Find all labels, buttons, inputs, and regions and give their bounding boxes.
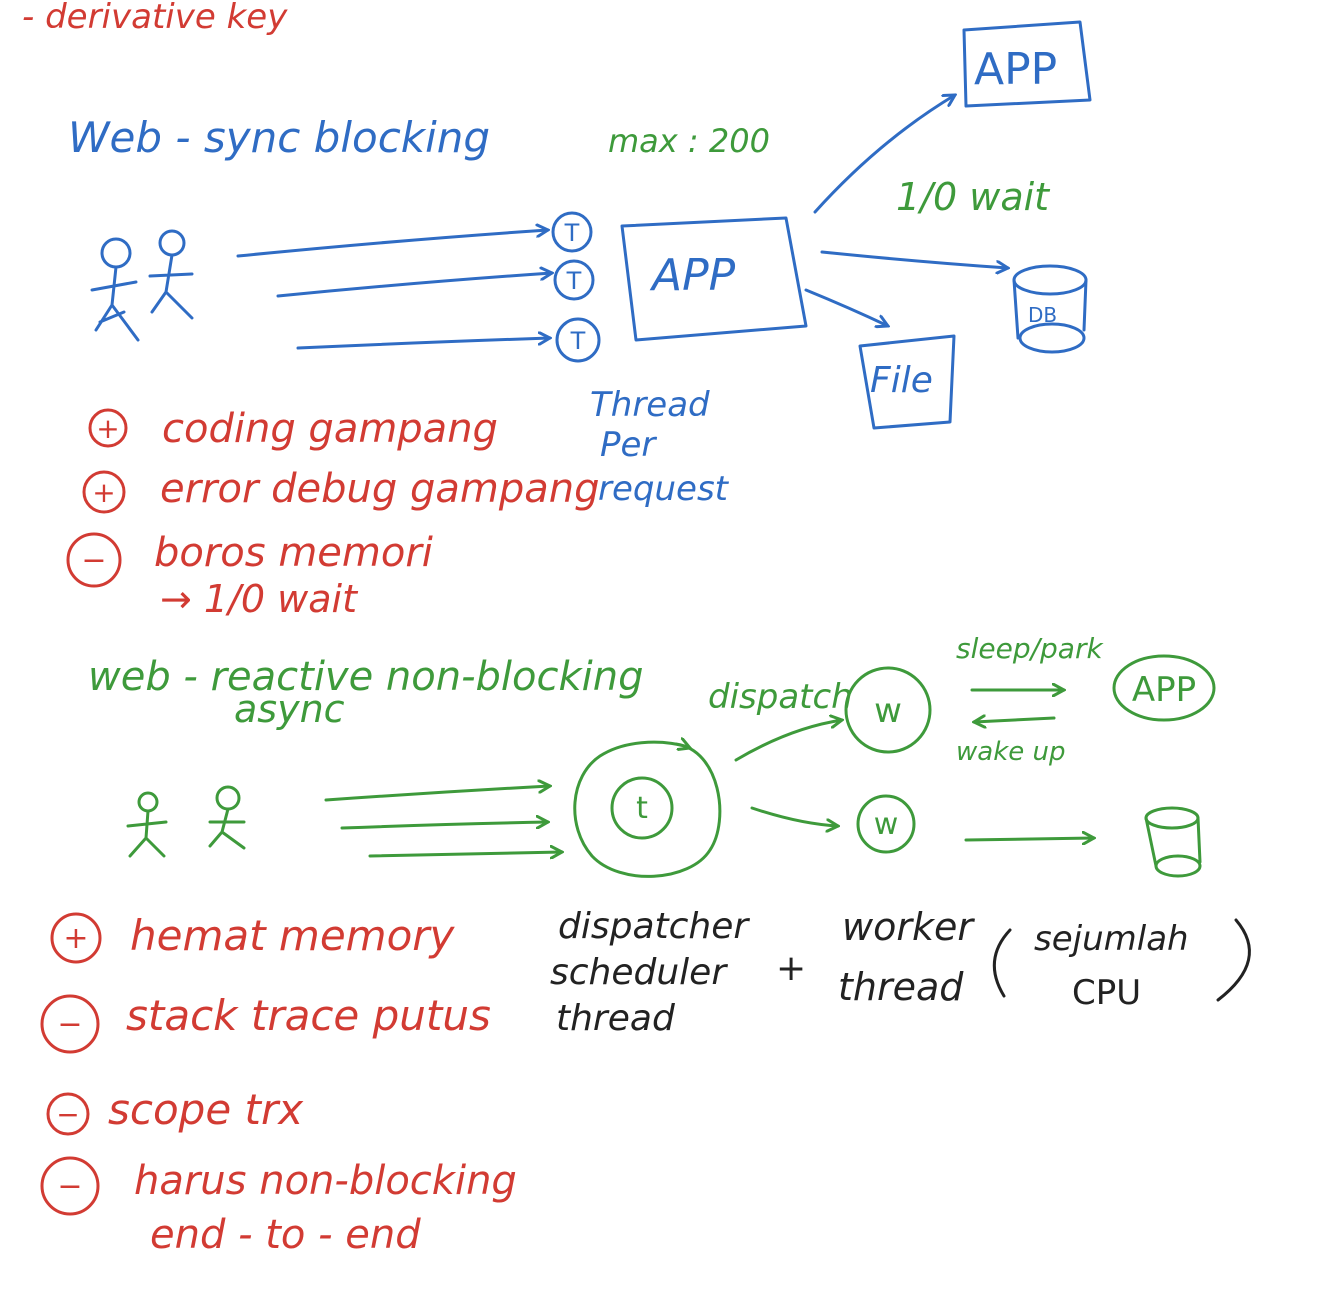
svg-text:−: − [57,1169,82,1204]
svg-text:harus non-blocking: harus non-blocking [134,1158,517,1204]
dispatcher-text-2: scheduler [550,952,728,993]
svg-text:w: w [874,691,902,731]
svg-text:+: + [96,412,119,445]
dispatcher-text-1: dispatcher [558,906,750,947]
thread-per-request-1: Thread [590,385,710,425]
sync-con-1: − boros memori [66,530,433,588]
dispatch-arrow-1 [734,720,842,762]
svg-text:−: − [81,543,106,578]
thread-node-2: T [553,259,595,301]
sync-pro-1: + coding gampang [88,406,498,452]
svg-text:APP: APP [974,44,1057,95]
svg-text:stack trace putus: stack trace putus [126,991,491,1040]
svg-text:File: File [870,360,933,401]
request-arrow-3 [296,338,550,350]
users-icon [90,229,194,342]
svg-text:DB: DB [1028,303,1057,327]
reactive-arrow-to-db [964,838,1094,840]
arrow-to-db [820,250,1008,268]
worker-node-2: w [856,794,916,854]
wake-up-label: wake up [956,737,1066,767]
request-arrow-1 [236,230,548,258]
boros-sub: → 1/0 wait [160,577,359,621]
arrow-to-remote-app [813,95,955,214]
svg-text:scope trx: scope trx [108,1085,304,1134]
worker-node-1: w [844,666,932,754]
svg-text:T: T [566,267,582,295]
svg-text:APP: APP [1132,670,1196,710]
reactive-con-2: − scope trx [46,1085,304,1136]
reactive-con-3: − harus non-blocking [40,1156,517,1216]
cpu-text-2: CPU [1072,973,1141,1013]
sync-pro-2: + error debug gampang [82,466,600,514]
dispatch-label: dispatch [708,677,853,717]
reactive-section: web - reactive non-blocking async t disp… [40,632,1251,1258]
svg-text:APP: APP [649,250,736,301]
app-remote-box: APP [962,20,1092,108]
reactive-pro-1: + hemat memory [50,911,456,964]
reactive-db-icon [1144,806,1202,878]
plus-sign: + [776,948,806,989]
reactive-users-icon [126,785,246,858]
svg-text:T: T [570,327,586,355]
io-wait-label: 1/0 wait [896,175,1051,219]
svg-text:+: + [63,921,88,956]
dispatcher-node: t [573,742,722,878]
thread-node-3: T [555,317,601,363]
file-icon: File [858,334,956,430]
worker-text-2: thread [838,965,964,1009]
arrow-to-file [804,288,888,326]
reactive-request-arrow-1 [324,786,550,802]
svg-text:t: t [636,791,648,826]
thread-per-request-2: Per [600,425,657,465]
sync-section: Web - sync blocking max : 200 T T T [66,20,1092,621]
max-label: max : 200 [608,122,770,160]
reactive-request-arrow-2 [340,822,548,830]
svg-text:error debug gampang: error debug gampang [160,466,600,512]
worker-text-1: worker [842,905,975,949]
reactive-title-2: async [234,687,345,731]
request-arrow-2 [276,273,552,298]
wake-arrow [974,718,1056,722]
thread-node-1: T [551,211,593,253]
thread-per-request-3: request [598,469,730,509]
dispatcher-text-3: thread [556,998,676,1039]
svg-text:−: − [57,1007,82,1042]
dispatch-arrow-2 [750,806,838,826]
reactive-app-node: APP [1112,654,1216,722]
reactive-title-1: web - reactive non-blocking [88,654,644,700]
end-to-end: end - to - end [150,1212,421,1258]
paren-close [1216,918,1251,1002]
svg-text:coding gampang: coding gampang [162,406,498,452]
cpu-text-1: sejumlah [1034,919,1189,959]
svg-text:boros memori: boros memori [154,530,433,576]
reactive-request-arrow-3 [368,852,562,856]
paren-open [992,928,1012,998]
db-icon: DB [1012,264,1088,354]
svg-text:+: + [92,476,115,509]
svg-text:T: T [564,219,580,247]
header-note: - derivative key [22,0,288,37]
sync-title: Web - sync blocking [68,113,490,162]
svg-text:−: − [56,1098,79,1131]
svg-text:hemat memory: hemat memory [130,911,456,960]
app-main-box: APP [620,216,808,342]
reactive-con-1: − stack trace putus [40,991,491,1054]
svg-text:w: w [874,807,899,842]
sleep-park-label: sleep/park [956,632,1104,665]
